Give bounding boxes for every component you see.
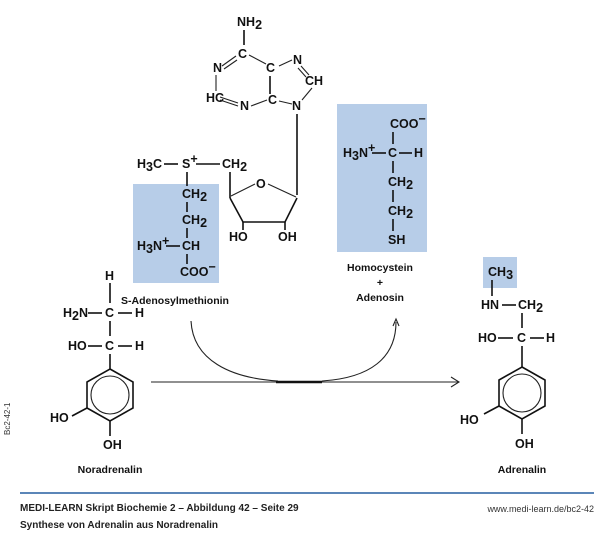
cofactor-arrow-right (321, 321, 397, 382)
nor-h1: H (135, 306, 144, 320)
adenine-c4: C (268, 93, 277, 107)
footer-divider (20, 492, 594, 494)
hcy-ch2-2: CH2 (388, 204, 413, 221)
sam-name-label: S-Adenosylmethionin (121, 295, 229, 307)
hcy-amine: H3N+ (343, 141, 375, 163)
sam-chain-ch2-2: CH2 (182, 213, 207, 230)
nor-ho: HO (68, 339, 87, 353)
adrenalin-label: Adrenalin (498, 464, 546, 476)
footer-title: MEDI-LEARN Skript Biochemie 2 – Abbildun… (20, 503, 299, 514)
sam-ch2-top: CH2 (222, 157, 247, 174)
adenine-c8: CH (305, 74, 323, 88)
adenine-n9: N (292, 99, 301, 113)
ribose-ho: HO (229, 230, 248, 244)
ribose-oxygen: O (256, 177, 266, 191)
homocystein-label: Homocystein (347, 262, 413, 274)
hcy-sh: SH (388, 233, 405, 247)
adr-ch3: CH3 (488, 265, 513, 282)
nor-h-top: H (105, 269, 114, 283)
nor-ring-oh: OH (103, 438, 122, 452)
adr-h: H (546, 331, 555, 345)
footer-url-link[interactable]: www.medi-learn.de/bc2-42 (487, 504, 594, 514)
footer-subtitle: Synthese von Adrenalin aus Noradrenalin (20, 520, 219, 531)
adr-hn: HN (481, 298, 499, 312)
s-adenosylmethionin: H3C S+ CH2 CH2 CH2 H3N+ CH COO− O HO OH … (121, 152, 298, 307)
adrenalin-methyl-highlight (483, 257, 517, 288)
adenine-c6: C (238, 47, 247, 61)
sam-coo: COO− (180, 260, 216, 279)
adenine-n3: N (240, 99, 249, 113)
cofactor-arrow-left (190, 320, 279, 382)
hcy-ch2-1: CH2 (388, 175, 413, 192)
adrenalin: CH3 HN CH2 HO C H HO OH Adrenalin (460, 265, 555, 476)
plus-sign: + (377, 277, 383, 289)
sam-chain-ch: CH (182, 239, 200, 253)
hcy-h: H (414, 146, 423, 160)
adr-ring-oh: OH (515, 437, 534, 451)
adr-ch2: CH2 (518, 298, 543, 315)
noradrenalin-label: Noradrenalin (78, 464, 143, 476)
adenine-n1: N (213, 61, 222, 75)
adenine-nh2: NH2 (237, 15, 262, 32)
sam-methionine-highlight (133, 184, 219, 283)
reaction-arrows (151, 317, 461, 388)
nor-c1: C (105, 306, 114, 320)
figure-code: Bc2-42-1 (3, 402, 12, 435)
nor-h2n: H2N (63, 306, 88, 323)
noradrenalin: H H2N C H HO C H HO OH Noradrenalin (50, 269, 144, 476)
homocystein-highlight (337, 104, 427, 252)
nor-ring-ho: HO (50, 411, 69, 425)
adenosin-label: Adenosin (356, 292, 404, 304)
adr-c: C (517, 331, 526, 345)
hcy-alpha-c: C (388, 146, 397, 160)
hcy-coo: COO− (390, 112, 426, 131)
ribose-oh: OH (278, 230, 297, 244)
adenine-n7: N (293, 53, 302, 67)
sam-h3c: H3C (137, 157, 162, 174)
adenine-c2: HC (206, 91, 224, 105)
sam-chain-ch2-1: CH2 (182, 187, 207, 204)
nor-c2: C (105, 339, 114, 353)
cofactor-arrowhead-icon (392, 317, 400, 327)
homocystein: COO− H3N+ C H CH2 CH2 SH Homocystein + A… (343, 112, 426, 304)
main-arrowhead-icon (450, 376, 461, 388)
adr-ho: HO (478, 331, 497, 345)
nor-h2: H (135, 339, 144, 353)
adenine-c5: C (266, 61, 275, 75)
reaction-diagram: NH2 C N C N CH HC N C N H3C S+ CH2 CH2 C… (50, 15, 555, 476)
sam-amine: H3N+ (137, 234, 169, 256)
adr-ring-ho: HO (460, 413, 479, 427)
sam-s-plus: S+ (182, 152, 198, 171)
adenine: NH2 C N C N CH HC N C N (206, 15, 323, 113)
